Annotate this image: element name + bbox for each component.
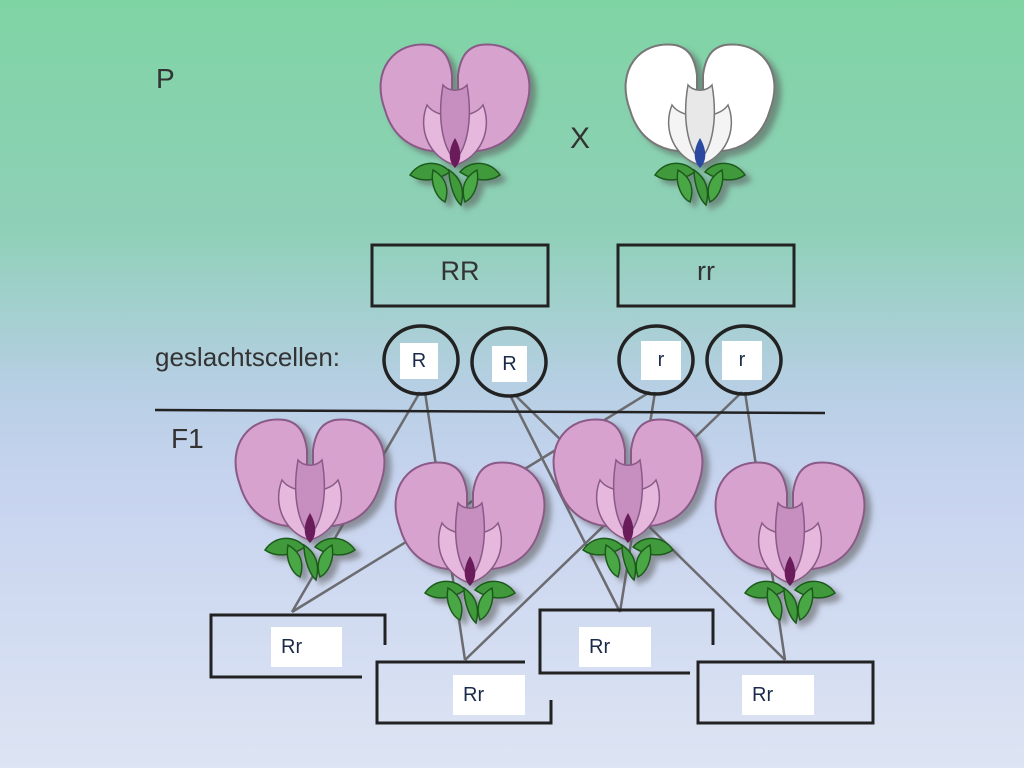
parent-genotype-box-rr-lower [616, 243, 796, 308]
gamete-label: r [641, 341, 681, 380]
offspring-box-3 [538, 608, 715, 675]
f1-generation-label: F1 [171, 423, 204, 454]
parent-genotype-box-rr-upper [370, 243, 550, 308]
gamete-label: R [400, 343, 438, 379]
connection-line [508, 394, 622, 613]
parent-genotype-recessive: rr [697, 256, 715, 286]
offspring-genotype: Rr [271, 627, 342, 667]
gamete-label: R [492, 346, 527, 382]
offspring-box-2 [375, 660, 553, 725]
offspring-box-4 [696, 660, 875, 725]
gamete-circle [470, 326, 548, 398]
gamete-circle [617, 324, 695, 396]
generation-separator [154, 408, 826, 415]
offspring-genotype: Rr [453, 675, 525, 715]
cross-symbol: X [570, 122, 591, 155]
parent-generation-label: P [156, 63, 175, 94]
offspring-flower-2 [396, 462, 545, 623]
parent-purple-flower [381, 44, 530, 205]
offspring-flower-1 [236, 419, 385, 580]
offspring-genotype: Rr [579, 627, 651, 667]
offspring-flower-4 [716, 462, 865, 623]
gamete-label: r [722, 341, 762, 380]
gametes-label: geslachtscellen: [155, 342, 340, 372]
offspring-box-1 [209, 613, 387, 679]
gamete-circle [705, 324, 783, 396]
parent-genotype-dominant: RR [440, 256, 480, 286]
parent-white-flower [626, 44, 775, 205]
offspring-genotype: Rr [742, 675, 814, 715]
gamete-circle [382, 324, 460, 396]
